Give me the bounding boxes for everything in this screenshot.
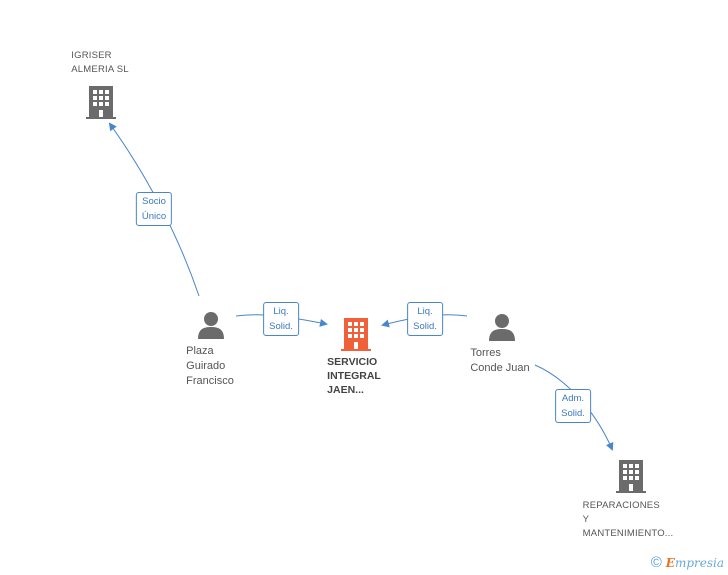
copyright-icon: © [650, 554, 662, 571]
edge-label-liq-solid-left[interactable]: Liq. Solid. [263, 302, 299, 336]
node-label-line: Guirado [186, 360, 226, 372]
edge-label-adm-solid[interactable]: Adm. Solid. [555, 389, 591, 423]
building-icon[interactable] [86, 84, 116, 120]
edge-label-line: Socio [142, 196, 166, 207]
node-label-line: Plaza [186, 345, 214, 357]
empresia-logo[interactable]: © Empresia [651, 554, 724, 571]
node-label-servicio[interactable]: SERVICIO INTEGRAL JAEN... [327, 355, 381, 397]
edge-label-line: Adm. [561, 393, 585, 404]
edge-label-line: Solid. [413, 321, 437, 332]
brand-initial: E [665, 555, 675, 570]
node-label-line: INTEGRAL [327, 370, 381, 382]
node-label-plaza[interactable]: Plaza Guirado Francisco [186, 344, 234, 389]
node-label-line: REPARACIONES [582, 500, 660, 511]
brand-rest: mpresia [674, 555, 724, 570]
node-label-line: JAEN... [327, 384, 364, 396]
edge-label-line: Liq. [417, 306, 433, 317]
node-label-reparaciones[interactable]: REPARACIONES Y MANTENIMIENTO... [583, 499, 674, 541]
node-label-line: Y [582, 514, 590, 525]
brand-name: Empresia [666, 556, 724, 570]
node-label-line: ALMERIA SL [71, 64, 129, 75]
node-label-line: IGRISER [71, 50, 112, 61]
node-label-line: MANTENIMIENTO... [582, 528, 674, 539]
edge-label-line: Único [141, 211, 167, 222]
node-label-line: SERVICIO [327, 356, 378, 368]
edge-label-liq-solid-right[interactable]: Liq. Solid. [407, 302, 443, 336]
edge-label-line: Solid. [269, 321, 293, 332]
building-icon[interactable] [616, 458, 646, 494]
edge-label-line: Solid. [561, 408, 585, 419]
person-icon[interactable] [488, 312, 516, 342]
node-label-line: Francisco [186, 375, 234, 387]
edge-label-socio-unico[interactable]: Socio Único [135, 192, 173, 226]
main-building-icon[interactable] [341, 316, 371, 352]
edge-label-line: Liq. [273, 306, 289, 317]
node-label-line: Torres [470, 347, 501, 359]
node-label-line: Conde Juan [470, 362, 530, 374]
node-label-igriser[interactable]: IGRISER ALMERIA SL [71, 49, 128, 77]
person-icon[interactable] [197, 310, 225, 340]
node-label-torres[interactable]: Torres Conde Juan [470, 346, 529, 376]
